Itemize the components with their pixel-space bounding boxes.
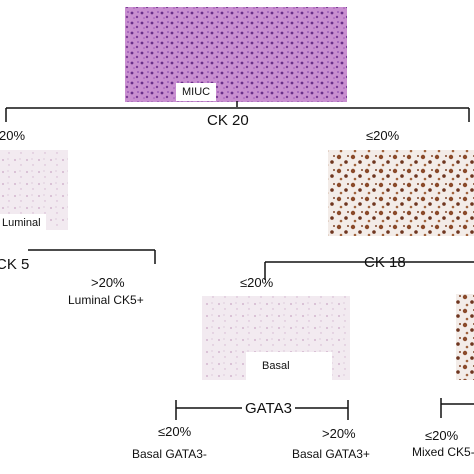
gata-right-outcome: Basal GATA3+ [292,447,370,461]
mixed-threshold: ≤20% [425,428,459,443]
mixed-tile-image [456,294,474,380]
right-marker-label: CK 18 [364,254,406,271]
left-threshold: 20% [0,128,26,143]
left-right-outcome: Luminal CK5+ [68,293,144,307]
basal-tile-label: Basal [262,360,290,372]
basal-threshold: ≤20% [240,275,274,290]
basal-marker-label: GATA3 [242,400,295,417]
gata-left-outcome: Basal GATA3- [132,447,207,461]
root-marker-label: CK 20 [207,112,249,129]
right-tile-image [328,150,474,236]
gata-right-threshold: >20% [322,426,356,441]
right-threshold: ≤20% [366,128,400,143]
root-tile-image [125,7,347,102]
root-tile-label: MIUC [176,83,217,101]
left-right-threshold: >20% [91,275,125,290]
left-marker-label: CK 5 [0,256,30,273]
left-tile-label: Luminal [0,214,44,232]
gata-left-threshold: ≤20% [158,424,192,439]
mixed-outcome: Mixed CK5- [412,445,474,459]
